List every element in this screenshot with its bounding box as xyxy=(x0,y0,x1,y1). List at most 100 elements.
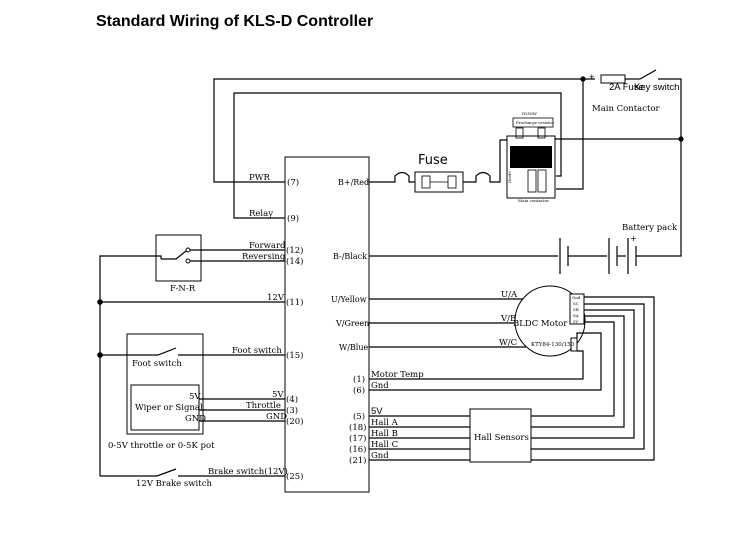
motor-hall-connector xyxy=(569,293,585,325)
temp-sensor-label: KTY84-130/150 xyxy=(531,342,575,348)
pin-number: (6) xyxy=(353,385,365,396)
pin-label: PWR xyxy=(249,173,270,183)
plus-mark: + xyxy=(589,72,595,83)
signal-label: Gnd xyxy=(371,451,389,461)
pin-number: (21) xyxy=(349,455,366,466)
page-title: Standard Wiring of KLS-D Controller xyxy=(96,13,374,30)
hall-bundle-wire xyxy=(531,321,615,417)
motor-hall-pin: 5V xyxy=(573,319,579,324)
pin-number: (4) xyxy=(286,394,298,405)
12v-bus-wire xyxy=(99,255,162,476)
controller-box xyxy=(284,156,370,493)
fnr-label: F-N-R xyxy=(170,284,196,294)
signal-label: Hall C xyxy=(371,440,398,450)
hall-bundle-wire xyxy=(531,309,635,439)
pin-number: (18) xyxy=(349,422,366,433)
terminal-label: B-/Black xyxy=(333,252,367,261)
pin-label: Brake switch(12V) xyxy=(208,466,288,477)
pin-number: (12) xyxy=(286,245,303,256)
pin-label: 12V xyxy=(267,293,285,303)
pin-number: (1) xyxy=(353,374,365,385)
pin-number: (9) xyxy=(287,213,299,224)
pin-number: (16) xyxy=(349,444,366,455)
pin-number: (5) xyxy=(353,411,365,422)
fuse-2a-label: 2A Fuse xyxy=(609,82,644,93)
fnr-contact xyxy=(185,247,191,253)
signal-label: Hall B xyxy=(371,429,398,439)
motor-temp-wire xyxy=(369,350,584,380)
pin-number: (14) xyxy=(286,256,303,267)
motor-label: BLDC Motor xyxy=(513,319,568,329)
fuse-label: Fuse xyxy=(418,153,448,168)
junction-dot xyxy=(97,299,103,305)
pin-label: GND xyxy=(266,412,287,422)
pin-label: Forward xyxy=(249,241,286,251)
signal-label: Hall A xyxy=(371,418,399,428)
terminal-label: W/Blue xyxy=(339,343,369,352)
motor-hall-pin: SC xyxy=(573,301,579,306)
wiper-5v-label: 5V xyxy=(189,392,201,402)
motor-hall-pin: SA xyxy=(573,313,579,318)
pin-label: Relay xyxy=(249,209,273,219)
motor-temp-gnd-wire xyxy=(369,332,602,391)
hall-sensors-box xyxy=(469,408,532,463)
pin-number: (20) xyxy=(286,416,303,427)
terminal-label: U/Yellow xyxy=(331,295,367,304)
signal-label: Motor Temp xyxy=(371,370,424,380)
hall-bundle-wire xyxy=(531,303,645,450)
motor-hall-pin: SB xyxy=(573,307,579,312)
pwr-wire xyxy=(213,78,595,183)
key-switch-symbol xyxy=(639,69,657,80)
hall-bundle-wire xyxy=(531,315,625,428)
wiper-box xyxy=(130,384,200,431)
svg-text:Diode: Diode xyxy=(507,171,512,183)
pin-label: Foot switch xyxy=(232,346,282,356)
svg-text:DLY6W: DLY6W xyxy=(522,111,538,116)
wiper-label: Wiper or Signal xyxy=(135,403,203,413)
pin-number: (17) xyxy=(349,433,366,444)
battery-pack-symbol xyxy=(559,231,682,274)
hall-sensors-label: Hall Sensors xyxy=(474,433,529,443)
main-contactor-label: Main Contactor xyxy=(592,104,661,114)
pin-number: (25) xyxy=(286,471,303,482)
brake-note: 12V Brake switch xyxy=(136,479,212,489)
pin-number: (3) xyxy=(286,405,298,416)
b-plus-wire xyxy=(369,171,415,183)
relay-wire xyxy=(233,92,562,219)
fuse-to-contactor-wire xyxy=(463,139,507,183)
temp-sensor-symbol xyxy=(570,337,578,352)
foot-switch-symbol xyxy=(100,347,177,356)
battery-positive-wire xyxy=(658,78,682,231)
signal-label: 5V xyxy=(371,406,383,417)
brake-switch-symbol xyxy=(100,468,177,477)
pin-number: (15) xyxy=(286,350,303,361)
svg-text:Precharge resistor: Precharge resistor xyxy=(516,120,554,125)
phase-label: V/B xyxy=(500,314,516,324)
fnr-contact xyxy=(185,258,191,264)
coil-wire xyxy=(556,79,584,190)
pin-label: Reversing xyxy=(242,252,286,262)
pin-label: 5V xyxy=(272,390,284,400)
pin-label: Throttle xyxy=(246,401,281,411)
pin-number: (7) xyxy=(287,177,299,188)
terminal-label: B+/Red xyxy=(338,178,369,187)
svg-text:Main contactor: Main contactor xyxy=(518,198,549,203)
fnr-lever xyxy=(161,250,187,260)
battery-pack-label: Battery pack xyxy=(622,223,678,233)
pin-number: (11) xyxy=(286,297,303,308)
phase-label: U/A xyxy=(501,290,518,300)
key-switch-label: Key switch xyxy=(634,82,679,93)
main-contactor-device: DLY6W Precharge resistor Diode Main cont… xyxy=(506,111,556,203)
wiper-gnd-label: GND xyxy=(185,414,206,424)
fnr-switch-box xyxy=(155,234,202,282)
bldc-motor-symbol xyxy=(514,285,586,357)
phase-label: W/C xyxy=(499,338,517,348)
foot-switch-box-label: Foot switch xyxy=(132,359,182,369)
hall-bundle-wire xyxy=(531,296,655,461)
terminal-label: V/Green xyxy=(335,319,369,328)
throttle-note: 0-5V throttle or 0-5K pot xyxy=(108,441,215,451)
signal-label: Gnd xyxy=(371,381,389,391)
motor-hall-pin: Gnd xyxy=(572,295,581,300)
battery-plus-mark: + xyxy=(630,234,637,244)
